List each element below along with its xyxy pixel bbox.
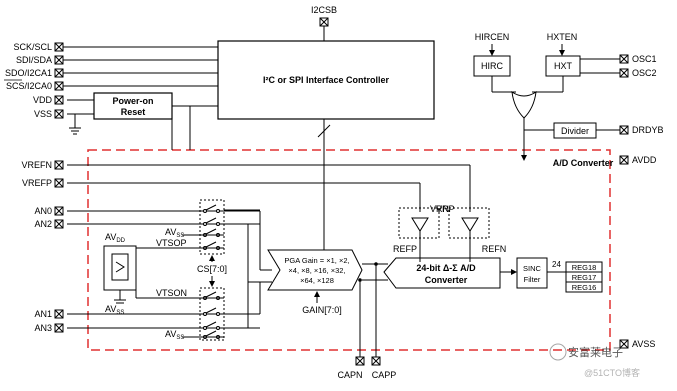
pin-label-avss: AVSS [632, 339, 655, 349]
hxt-label: HXT [554, 61, 573, 71]
bus-width-label: 24 [552, 260, 561, 269]
pin-an3 [54, 323, 64, 333]
pin-capp-label: CAPP [372, 370, 397, 380]
mux-switch [203, 307, 220, 316]
register-reg17: REG17 [572, 273, 597, 282]
pin-label-1: SDI/SDA [16, 55, 52, 65]
hirc-label: HIRC [481, 61, 503, 71]
pin-label-osc2: OSC2 [632, 68, 657, 78]
power-on-reset-line1: Power-on [112, 96, 153, 106]
avss-inner-label: AVSS [105, 304, 124, 316]
ad-converter-title: A/D Converter [553, 158, 614, 168]
avss-bottom-label: AVSS [165, 329, 184, 341]
refp-label: REFP [393, 244, 417, 254]
vrn-buffer [448, 207, 490, 239]
mux-switch [203, 217, 220, 226]
pin-osc2 [619, 68, 629, 78]
refn-label: REFN [482, 244, 507, 254]
pin-an0 [54, 206, 64, 216]
pga-label-line2: ×4, ×8, ×16, ×32, [288, 266, 345, 275]
pin-an1 [54, 309, 64, 319]
pin-avss [619, 339, 629, 349]
pin-vrefp [54, 178, 64, 188]
register-reg18: REG18 [572, 263, 597, 272]
gain-label: GAIN[7:0] [302, 305, 342, 315]
vtsop-label: VTSOP [156, 238, 187, 248]
sinc-label-line2: Filter [524, 275, 541, 284]
pin-label-4: VDD [33, 95, 53, 105]
vrp-label: VRP [436, 204, 455, 214]
adc-label-line2: Converter [425, 275, 468, 285]
pin-sdo-i2ca1 [54, 68, 64, 78]
pin-label-5: VSS [34, 109, 52, 119]
pin-label-9: AN2 [34, 219, 52, 229]
adc-block [383, 257, 501, 289]
hircen-label: HIRCEN [475, 32, 510, 42]
register-stack [565, 261, 603, 293]
register-reg16: REG16 [572, 283, 597, 292]
pin-label-7: VREFP [22, 178, 52, 188]
pin-label-6: VREFN [21, 160, 52, 170]
vtson-label: VTSON [156, 288, 187, 298]
pin-drdyb [619, 125, 629, 135]
divider-label: Divider [561, 126, 589, 136]
interface-controller-block [217, 40, 435, 120]
adc-label-line1: 24-bit Δ-Σ A/D [416, 263, 476, 273]
or-gate [511, 90, 537, 119]
pin-label-8: AN0 [34, 206, 52, 216]
pin-label-drdyb: DRDYB [632, 125, 664, 135]
pin-osc1 [619, 54, 629, 64]
pin-label-3: SCS/I2CA0 [6, 81, 52, 91]
pga-label-line1: PGA Gain = ×1, ×2, [284, 256, 349, 265]
vrp-buffer [398, 207, 440, 239]
svg-text:安富莱电子: 安富莱电子 [568, 345, 623, 359]
pin-sdi-sda [54, 55, 64, 65]
pin-vdd [54, 95, 64, 105]
pin-avdd [619, 155, 629, 165]
avss-top-label: AVSS [165, 227, 184, 239]
interface-controller-label: I²C or SPI Interface Controller [263, 75, 390, 85]
mux-switch [203, 204, 220, 213]
switch-group-top [199, 199, 225, 255]
sinc-filter-block [516, 257, 548, 289]
svg-text:@51CTO博客: @51CTO博客 [584, 367, 640, 378]
avdd-inner-label: AVDD [105, 232, 126, 244]
pin-scs-i2ca0 [54, 81, 64, 91]
pin-capn-label: CAPN [337, 370, 362, 380]
sinc-label-line1: SINC [523, 264, 542, 273]
pin-label-11: AN3 [34, 323, 52, 333]
pin-vrefn [54, 160, 64, 170]
pin-vss [54, 109, 64, 119]
pin-label-0: SCK/SCL [13, 42, 52, 52]
ad-converter-boundary [87, 149, 611, 351]
pin-label-osc1: OSC1 [632, 54, 657, 64]
pin-label-10: AN1 [34, 309, 52, 319]
pin-label-avdd: AVDD [632, 155, 657, 165]
vrn-label: VRN [430, 204, 449, 214]
hxten-label: HXTEN [547, 32, 578, 42]
pga-block [267, 249, 363, 291]
pga-label-line3: ×64, ×128 [300, 276, 334, 285]
pin-sck-scl [54, 42, 64, 52]
pin-label-2: SDO/I2CA1 [5, 68, 52, 78]
pin-an2 [54, 219, 64, 229]
watermark: 安富莱电子 @51CTO博客 [549, 343, 640, 378]
mux-switch [203, 321, 220, 330]
pin-i2csb-label: I2CSB [311, 5, 337, 15]
cs-label: CS[7:0] [197, 264, 227, 274]
power-on-reset-line2: Reset [121, 107, 146, 117]
switch-group-bottom [199, 287, 225, 341]
